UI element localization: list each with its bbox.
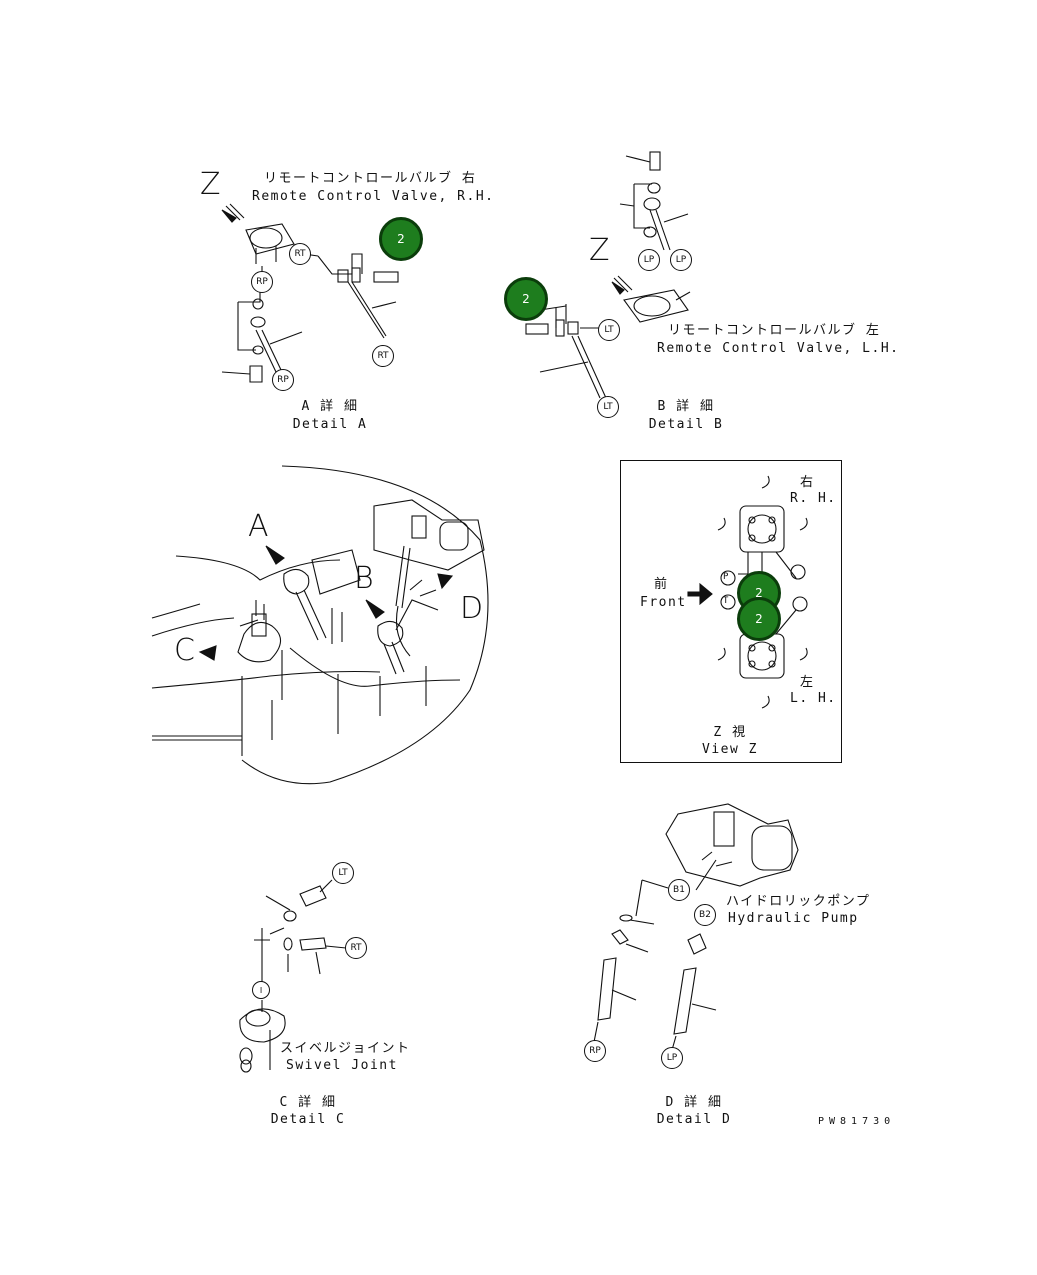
tag-lp: LP	[638, 249, 660, 271]
detail-d-caption-jp: D 詳 細	[665, 1095, 723, 1110]
view-letter-z-a: Z	[200, 167, 221, 202]
detail-b-drawing	[525, 151, 691, 399]
view-z-right-jp: 右	[800, 475, 815, 490]
view-z-left-jp: 左	[800, 675, 815, 690]
arrow-a	[265, 545, 285, 565]
front-arrow	[687, 582, 713, 606]
tag-rt: RT	[372, 345, 394, 367]
detail-c-part-en: Swivel Joint	[286, 1058, 398, 1073]
arrow-b	[365, 599, 385, 619]
detail-c-caption-en: Detail C	[270, 1112, 346, 1127]
drawing-number: PW81730	[818, 1116, 896, 1127]
tag-b2: B2	[694, 904, 716, 926]
tag-lt: LT	[332, 862, 354, 884]
detail-a-caption-jp: A 詳 細	[301, 399, 359, 414]
overview-letter-a: A	[248, 509, 269, 544]
view-z-right-en: R. H.	[790, 491, 837, 506]
tag-rp: RP	[251, 271, 273, 293]
detail-c-part-jp: スイベルジョイント	[280, 1041, 411, 1056]
detail-a-caption-en: Detail A	[292, 417, 368, 432]
detail-a-drawing	[221, 203, 399, 383]
view-z-caption-en: View Z	[702, 742, 758, 757]
tag-lp: LP	[670, 249, 692, 271]
view-z-front-en: Front	[640, 595, 687, 610]
tag-lt: LT	[597, 396, 619, 418]
detail-b-part-en: Remote Control Valve, L.H.	[657, 341, 900, 356]
overview-drawing	[151, 465, 489, 785]
overview-letter-c: C	[174, 633, 195, 668]
tag-lp: LP	[661, 1047, 683, 1069]
tag-rt: RT	[345, 937, 367, 959]
tag-rp: RP	[584, 1040, 606, 1062]
view-z-left-en: L. H.	[790, 691, 837, 706]
tag-b1: B1	[668, 879, 690, 901]
z-arrow-a	[221, 209, 237, 223]
detail-a-part-en: Remote Control Valve, R.H.	[252, 189, 495, 204]
part-callout-2[interactable]: 2	[379, 217, 423, 261]
tag-rp: RP	[272, 369, 294, 391]
detail-c-caption-jp: C 詳 細	[279, 1095, 337, 1110]
arrow-c	[198, 645, 217, 661]
overview-letter-d: D	[460, 591, 484, 626]
view-z-front-jp: 前	[654, 577, 669, 592]
tag-i: I	[252, 981, 270, 999]
detail-d-caption-en: Detail D	[656, 1112, 732, 1127]
detail-d-part-en: Hydraulic Pump	[728, 911, 859, 926]
arrow-d	[437, 573, 454, 590]
overview-letter-b: B	[354, 561, 374, 596]
detail-b-caption-en: Detail B	[648, 417, 724, 432]
part-callout-2[interactable]: 2	[504, 277, 548, 321]
detail-a-part-jp: リモートコントロールバルブ 右	[264, 171, 477, 186]
detail-d-part-jp: ハイドロリックポンプ	[726, 894, 871, 909]
tag-lt: LT	[598, 319, 620, 341]
detail-c-drawing	[239, 879, 347, 1073]
detail-b-part-jp: リモートコントロールバルブ 左	[668, 323, 881, 338]
part-callout-2[interactable]: 2	[737, 597, 781, 641]
tag-rt: RT	[289, 243, 311, 265]
detail-b-caption-jp: B 詳 細	[657, 399, 715, 414]
port-t-label: T	[723, 596, 730, 606]
view-z-caption-jp: Z 視	[713, 725, 747, 740]
z-arrow-b	[611, 281, 625, 295]
view-letter-z-b: Z	[589, 233, 610, 268]
detail-d-drawing	[593, 803, 799, 1051]
port-p-label: P	[723, 572, 730, 582]
view-z-frame	[620, 460, 842, 763]
